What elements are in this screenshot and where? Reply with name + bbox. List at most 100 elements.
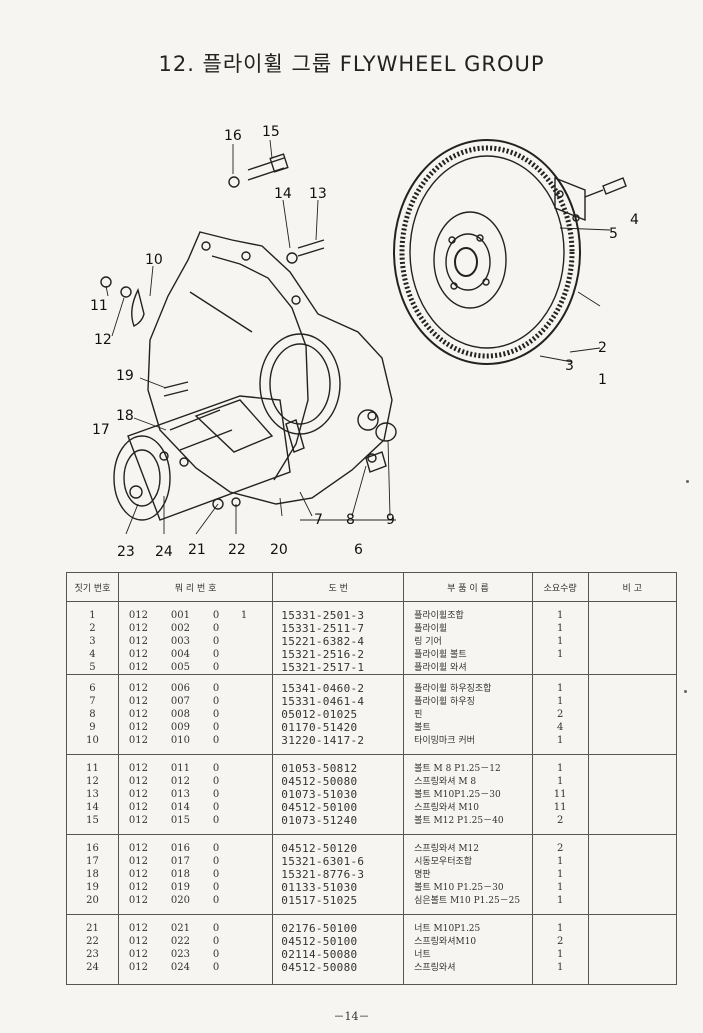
remark: [591, 649, 674, 662]
part-number: 05012-01025: [281, 708, 358, 722]
remark: [591, 789, 674, 802]
item-number: 5: [89, 661, 96, 673]
callout-15: 15: [262, 124, 280, 140]
header-no: 짓기 번호: [66, 572, 119, 602]
code-part-2: 006: [170, 683, 190, 695]
row-remarks: [587, 674, 678, 756]
code-part-3: 0: [212, 802, 220, 814]
code-part-3: 0: [212, 709, 220, 721]
part-name: 링 기어: [414, 636, 442, 647]
flywheel-housing-drawing: [131, 231, 393, 505]
callout-1: 1: [598, 372, 607, 388]
header-quantity: 소요수량: [531, 572, 589, 602]
callout-17: 17: [92, 422, 110, 438]
item-number: 1: [89, 610, 96, 621]
code-part-2: 017: [170, 856, 190, 868]
code-part-2: 012: [170, 776, 190, 788]
part-name: 스프링와셔 M10: [414, 803, 480, 814]
code-part-3: 0: [212, 815, 220, 827]
callout-11: 11: [90, 298, 108, 314]
code-part-3: 0: [212, 923, 220, 935]
item-number: 22: [86, 936, 99, 948]
remark: [591, 923, 674, 936]
part-number: 01073-51240: [281, 814, 358, 828]
code-part-1: 012: [128, 843, 148, 855]
code-part-2: 004: [170, 648, 190, 660]
part-name: 볼트 M12 P1.25－40: [414, 816, 504, 827]
code-part-1: 012: [128, 683, 148, 695]
code-part-4: 1: [240, 610, 248, 621]
callout-7: 7: [314, 512, 323, 528]
part-name: 플라이휠조합: [414, 611, 464, 621]
binder-mark: [686, 480, 689, 483]
quantity: 1: [556, 622, 564, 634]
part-number: 15341-0460-2: [281, 682, 365, 696]
header-part-name: 부 품 이 름: [403, 572, 533, 602]
code-part-3: 0: [212, 856, 220, 868]
code-part-1: 012: [128, 709, 148, 721]
row-remarks: [587, 834, 678, 916]
part-number: 15321-2516-2: [281, 647, 365, 661]
remark: [591, 636, 674, 649]
part-number: 15221-6382-4: [281, 634, 365, 648]
item-number: 14: [86, 802, 99, 814]
quantity: 11: [553, 789, 567, 801]
part-name: 볼트 M10 P1.25－30: [414, 883, 504, 894]
part-name: 핀: [414, 710, 423, 721]
remark: [591, 763, 674, 776]
item-number: 13: [86, 789, 99, 801]
binder-mark: [684, 690, 687, 693]
code-part-2: 015: [170, 815, 190, 827]
remark: [591, 623, 674, 636]
item-number: 15: [86, 815, 99, 827]
header-remarks: 비 고: [587, 572, 678, 602]
callout-9: 9: [386, 512, 395, 528]
part-number: 01073-51030: [281, 788, 358, 802]
quantity: 1: [556, 882, 564, 894]
part-number: 31220-1417-2: [281, 734, 365, 748]
code-part-2: 018: [170, 869, 190, 881]
item-number: 2: [89, 622, 96, 634]
part-number: 01517-51025: [281, 894, 358, 908]
item-number: 3: [89, 635, 96, 647]
quantity: 2: [556, 709, 564, 721]
code-part-1: 012: [128, 635, 148, 647]
remark: [591, 610, 674, 623]
callout-19: 19: [116, 368, 134, 384]
item-number: 18: [86, 869, 99, 881]
code-part-1: 012: [128, 923, 148, 935]
part-name: 명판: [414, 870, 431, 881]
quantity: 1: [556, 923, 564, 935]
code-part-1: 012: [128, 696, 148, 708]
code-part-2: 022: [170, 936, 190, 948]
item-number: 7: [89, 696, 96, 708]
item-number: 17: [86, 856, 99, 868]
code-part-3: 0: [212, 949, 220, 961]
callout-10: 10: [145, 252, 163, 268]
quantity: 1: [556, 635, 564, 647]
